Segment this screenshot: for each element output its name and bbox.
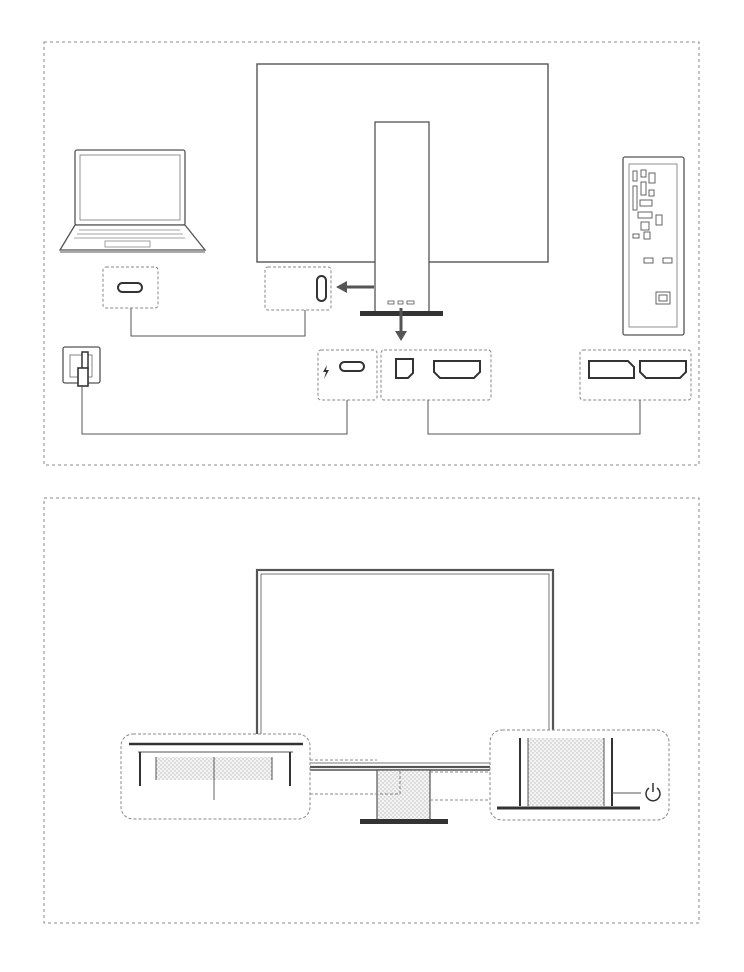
monitor-side-usb-c-port <box>265 267 331 310</box>
pc-hdmi-port <box>640 361 686 378</box>
monitor-back <box>257 64 548 316</box>
displayport-port <box>396 359 413 378</box>
monitor-video-ports <box>381 350 491 400</box>
pc-video-ports <box>580 350 691 400</box>
pc-displayport-port <box>589 361 634 378</box>
lightning-icon <box>323 365 329 379</box>
monitor-usb-c-power-port <box>318 350 377 400</box>
hdmi-port <box>434 361 480 378</box>
desktop-pc <box>623 157 684 335</box>
monitor-front-stand <box>377 770 430 820</box>
wall-outlet <box>63 347 100 386</box>
laptop-usb-c-port <box>103 267 158 308</box>
right-zoom-callout <box>490 730 669 820</box>
cable-monitor-pc-video <box>428 400 640 434</box>
monitor-stand-neck <box>375 122 429 313</box>
arrow-left <box>336 281 374 293</box>
monitor-front-base <box>360 819 448 824</box>
cable-laptop-monitor <box>131 308 305 336</box>
laptop <box>60 150 205 252</box>
left-zoom-callout <box>121 734 310 819</box>
power-plug <box>82 352 88 369</box>
cable-outlet-monitor-power <box>82 386 347 434</box>
